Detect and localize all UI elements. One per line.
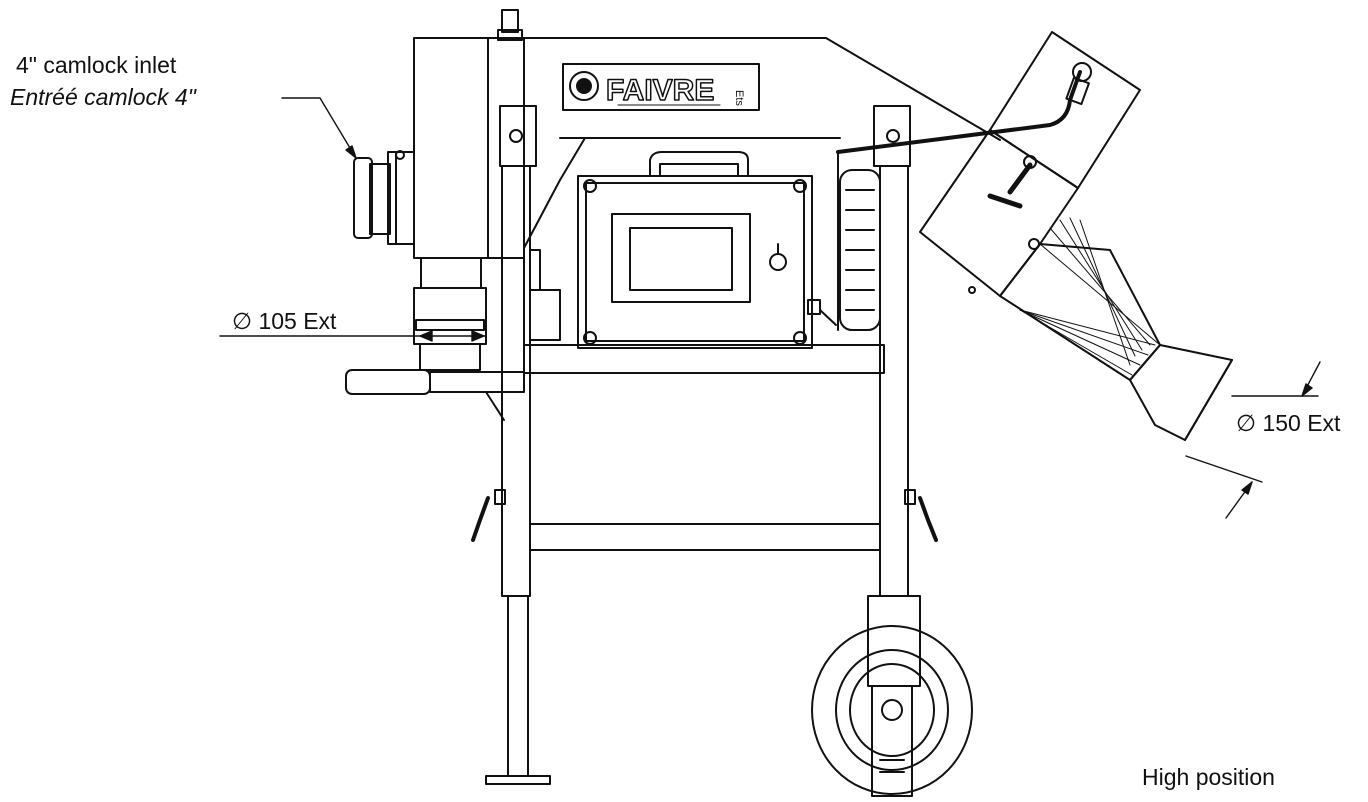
caster-wheel [811,625,973,797]
dimension-150-text: 150 Ext [1262,410,1341,436]
coiled-hose [807,62,1092,331]
left-leg [471,105,551,785]
frame-crossbars [529,523,881,551]
inlet-label-fr: Entréé camlock 4" [10,84,196,110]
dimension-150: ∅ 150 Ext [1236,412,1340,435]
brand-logo: FAIVRE Ets [562,63,760,111]
push-handle [345,369,525,421]
annotation-lines [219,97,1321,519]
inlet-label-en: 4" camlock inlet [16,52,177,78]
brand-name: FAIVRE [606,74,714,107]
outlet-pipe-105 [413,257,487,371]
right-leg [867,105,938,687]
position-label: High position [1142,764,1275,790]
inclined-chute [919,31,1233,441]
brand-suffix: Ets [733,90,745,106]
dimension-105: ∅ 105 Ext [232,310,336,333]
diameter-symbol: ∅ [1236,410,1257,436]
control-box [529,151,813,349]
top-fitting [497,9,523,41]
camlock-inlet [353,150,415,245]
dimension-105-text: 105 Ext [258,308,337,334]
diameter-symbol: ∅ [232,308,253,334]
